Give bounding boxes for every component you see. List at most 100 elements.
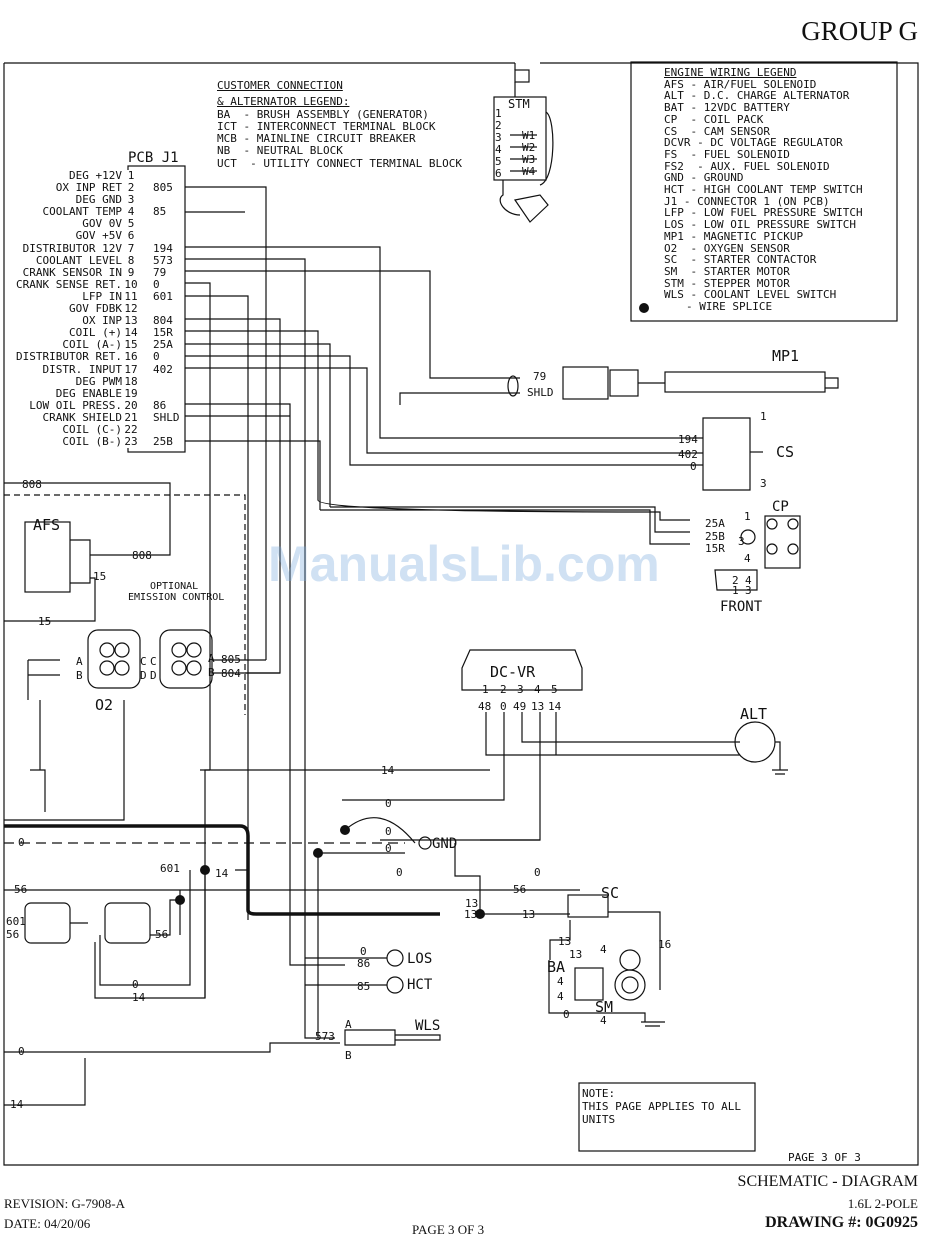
o2-pin-b: B: [76, 669, 83, 682]
cs-label: CS: [776, 443, 794, 461]
pcb-pin-number: 23: [124, 435, 138, 449]
pcb-pin-row: COIL (C-)22: [0, 422, 200, 437]
cp-pin-1: 1: [744, 510, 751, 523]
stm-pin-6: 6: [495, 167, 502, 180]
footer-model: 1.6L 2-POLE: [847, 1196, 918, 1211]
wire-13-label: 13: [465, 897, 478, 910]
engine-legend-item: DCVR - DC VOLTAGE REGULATOR: [664, 136, 843, 150]
wire-0-gnd4-label: 0: [534, 866, 541, 879]
pcb-pin-number: 13: [124, 314, 138, 328]
stm-pin-5: 5: [495, 155, 502, 168]
hct-label: HCT: [407, 977, 433, 993]
wire-808-top-label: 808: [22, 478, 42, 491]
wire-25b-label: 25B: [705, 530, 725, 543]
engine-legend-item: HCT - HIGH COOLANT TEMP SWITCH: [664, 183, 863, 197]
footer-page: PAGE 3 OF 3: [412, 1222, 485, 1237]
wire-0-cs-label: 0: [690, 460, 697, 473]
alt-label: ALT: [740, 705, 767, 723]
o2-pin-c2: C: [150, 655, 157, 668]
afs-label: AFS: [33, 516, 60, 534]
wire-0-sm-label: 0: [563, 1008, 570, 1021]
engine-legend-item: CP - COIL PACK: [664, 112, 764, 126]
pcb-pin-number: 2: [124, 181, 138, 195]
dcvr-pin-3: 3: [517, 683, 524, 696]
pcb-pin-wire: 15R: [152, 326, 174, 340]
pcb-pin-label: OX INP: [82, 314, 122, 328]
stm-pin-4: 4: [495, 143, 502, 156]
wire-573-label: 573: [315, 1030, 335, 1043]
wire-15-label: 15: [93, 570, 106, 583]
stm-wire-w2: W2: [522, 141, 535, 154]
dcvr-pin-1: 1: [482, 683, 489, 696]
pcb-pin-label: COIL (+): [69, 326, 122, 340]
wire-56-sc-label: 56: [513, 883, 526, 896]
wire-13d-label: 13: [558, 935, 571, 948]
wire-14-gnd-label: 14: [215, 867, 229, 880]
wire-13b-label: 13: [464, 908, 477, 921]
customer-legend-item: UCT - UTILITY CONNECT TERMINAL BLOCK: [217, 156, 463, 170]
pcb-pin-label: DISTR. INPUT: [42, 362, 122, 376]
wire-402-label: 402: [678, 448, 698, 461]
pcb-pin-number: 17: [124, 362, 138, 376]
engine-legend-item: WLS - COOLANT LEVEL SWITCH: [664, 288, 837, 302]
engine-legend-item: O2 - OXYGEN SENSOR: [664, 241, 790, 255]
dcvr-pin-4: 4: [534, 683, 541, 696]
wire-56-left-label: 56: [6, 928, 19, 941]
pcb-pin-label: DEG +12V: [69, 169, 122, 182]
pcb-pin-label: COIL (B-): [62, 435, 122, 449]
pcb-pin-wire: 601: [152, 289, 174, 304]
wire-0-dcvr-label: 0: [385, 797, 392, 810]
cp-label: CP: [772, 499, 789, 515]
front-pin-1: 1: [732, 584, 739, 597]
pcb-pin-number: 19: [124, 386, 138, 400]
wire-14-label: 14: [381, 764, 395, 777]
pcb-pin-label: COOLANT TEMP: [42, 205, 122, 219]
pcb-title: PCB J1: [128, 150, 179, 166]
pcb-pin-number: 22: [124, 422, 138, 437]
pcb-pin-label: GOV 0V: [82, 217, 122, 231]
engine-legend-item: LOS - LOW OIL PRESSURE SWITCH: [664, 218, 857, 232]
pcb-pin-row: COIL (+)14 15R: [0, 326, 200, 340]
stm-wire-w4: W4: [522, 165, 536, 178]
customer-legend-item: BA - BRUSH ASSEMBLY (GENERATOR): [217, 107, 429, 121]
front-pin-2: 2: [732, 574, 739, 587]
pcb-pin-label: DEG GND: [75, 193, 122, 207]
engine-legend-item: MP1 - MAGNETIC PICKUP: [664, 229, 804, 243]
o2-pin-c: C: [140, 655, 147, 668]
gnd-label: GND: [432, 836, 457, 852]
pcb-pin-wire: 0: [152, 277, 161, 291]
wire-14-conn-label: 14: [132, 991, 146, 1004]
dcvr-wire-14: 14: [548, 700, 562, 713]
wire-15-bottom-label: 15: [38, 615, 51, 628]
o2-pin-a2: A: [208, 652, 215, 665]
wire-splices: [175, 303, 649, 919]
wire-804-label: 804: [221, 667, 241, 680]
wire-0-conn-label: 0: [132, 978, 139, 991]
pcb-pin-label: DEG PWM: [75, 374, 122, 388]
engine-legend-item: SC - STARTER CONTACTOR: [664, 253, 817, 267]
engine-legend: ENGINE WIRING LEGEND AFS - AIR/FUEL SOLE…: [664, 67, 863, 313]
front-pin-4: 4: [745, 574, 752, 587]
emission-label: EMISSION CONTROL: [128, 592, 224, 603]
dcvr-label: DC-VR: [490, 663, 536, 681]
footer-revision: REVISION: G-7908-A: [4, 1196, 125, 1211]
pcb-pin-number: 14: [124, 326, 138, 340]
pcb-pin-number: 9: [124, 266, 138, 279]
wire-85-label: 85: [357, 980, 370, 993]
wire-601-left-label: 601: [6, 915, 26, 928]
customer-legend-item: ICT - INTERCONNECT TERMINAL BLOCK: [217, 119, 436, 133]
footer-drawing: DRAWING #: 0G0925: [765, 1214, 918, 1231]
pcb-pin-label: GOV +5V: [75, 229, 122, 243]
pcb-pin-number: 8: [124, 254, 138, 267]
wire-805-label: 805: [221, 653, 241, 666]
pcb-pin-wire: 86: [152, 398, 168, 412]
